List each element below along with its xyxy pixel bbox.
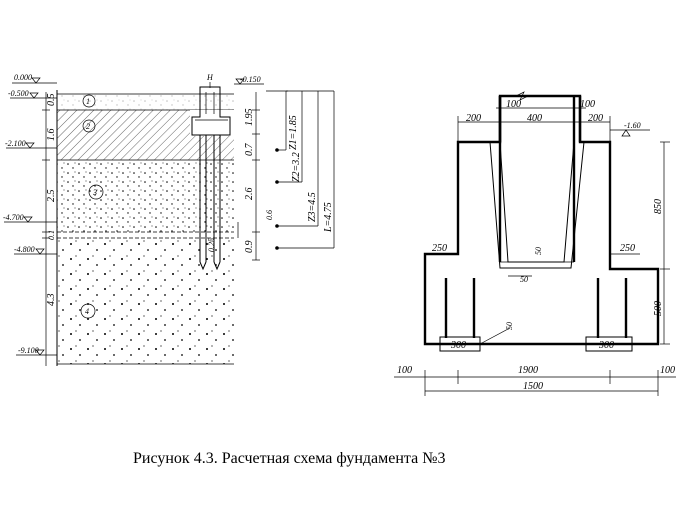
z-label: Z2=3.2 (291, 152, 302, 182)
layer-numbers: 1 2 3 4 (80, 94, 104, 319)
height-dimensions: 850 500 (653, 141, 670, 345)
height-dim: 500 (653, 301, 664, 316)
layer-thickness: 4.3 (46, 294, 57, 307)
pile-gap: 50 (479, 322, 514, 345)
layer-thickness: 2.5 (46, 190, 57, 203)
dim-label: 100 (506, 99, 521, 110)
elevation-label: -0.500 (8, 89, 29, 98)
layer-number: 4 (85, 307, 89, 316)
elevation-label: -0.150 (240, 75, 261, 84)
layer-number: 3 (92, 188, 97, 197)
pile-foundation-small: H (190, 73, 234, 271)
layer-thickness: 0.5 (46, 94, 57, 107)
plant-symbol: H (206, 73, 214, 82)
pile-label: 300 (598, 340, 614, 351)
step-dim: 250 (432, 243, 447, 254)
figure-caption: Рисунок 4.3. Расчетная схема фундамента … (133, 450, 446, 467)
step-dim: 250 (620, 243, 635, 254)
foundation-section: 300 300 100 400 100 200 200 -1.60 (394, 91, 676, 396)
layer-thickness: 1.6 (46, 129, 57, 142)
dim-label: 200 (466, 113, 481, 124)
soil-profile: 0.000 -0.500 -2.100 -4.700 -4.800 -9.100… (3, 73, 335, 366)
top-right-elevation: -0.150 (234, 75, 264, 85)
piles: 300 300 (439, 278, 633, 352)
z-label: Z1=1.85 (288, 115, 299, 150)
elevation-label: -9.100 (18, 346, 39, 355)
elevation-marks: 0.000 -0.500 -2.100 -4.700 -4.800 -9.100 (3, 73, 57, 356)
small-dimension: 0.25 (207, 238, 216, 252)
elevation-label: -4.800 (14, 245, 35, 254)
layer-number: 1 (86, 97, 90, 106)
z-label: Z3=4.5 (307, 192, 318, 222)
layer-thickness-dims: 0.5 1.6 2.5 0.1 4.3 (42, 92, 57, 366)
elevation-label: -1.60 (624, 121, 641, 130)
depth-dimension-chains: 1.95 0.7 2.6 0.9 0.6 0.25 Z1=1.85 Z2=3.2 (207, 90, 335, 261)
segment-length: 0.7 (244, 143, 255, 157)
total-width: 1500 (523, 381, 543, 392)
small-dimension: 0.6 (265, 210, 274, 220)
pile-gap-label: 50 (505, 322, 514, 330)
soil-layer-1 (57, 94, 234, 110)
z-label: L=4.75 (323, 202, 334, 233)
socket-dim: 50 (520, 275, 528, 284)
height-dim: 850 (653, 199, 664, 214)
bottom-dim: 100 (397, 365, 412, 376)
layer-thickness: 0.1 (47, 230, 56, 240)
dim-label: 400 (527, 113, 542, 124)
soil-layer-4 (57, 238, 234, 364)
bottom-dim: 100 (660, 365, 675, 376)
segment-length: 0.9 (244, 241, 255, 254)
step-dimensions: 250 250 (425, 243, 640, 255)
elevation-label: -2.100 (5, 139, 26, 148)
dim-label: 200 (588, 113, 603, 124)
soil-layer-3 (57, 160, 234, 232)
elevation-label: 0.000 (14, 73, 32, 82)
dim-label: 100 (580, 99, 595, 110)
segment-length: 1.95 (244, 109, 255, 127)
top-dimensions: 100 400 100 200 200 (457, 99, 611, 142)
layer-number: 2 (86, 122, 90, 131)
bottom-dimensions: 100 1900 100 1500 (394, 365, 676, 396)
segment-length: 2.6 (244, 188, 255, 201)
socket-dim: 50 (534, 247, 543, 255)
bottom-dim: 1900 (518, 365, 538, 376)
foundation-elevation: -1.60 (610, 121, 650, 137)
elevation-label: -4.700 (3, 213, 24, 222)
socket-dimensions: 50 50 (508, 247, 543, 284)
pile-label: 300 (450, 340, 466, 351)
